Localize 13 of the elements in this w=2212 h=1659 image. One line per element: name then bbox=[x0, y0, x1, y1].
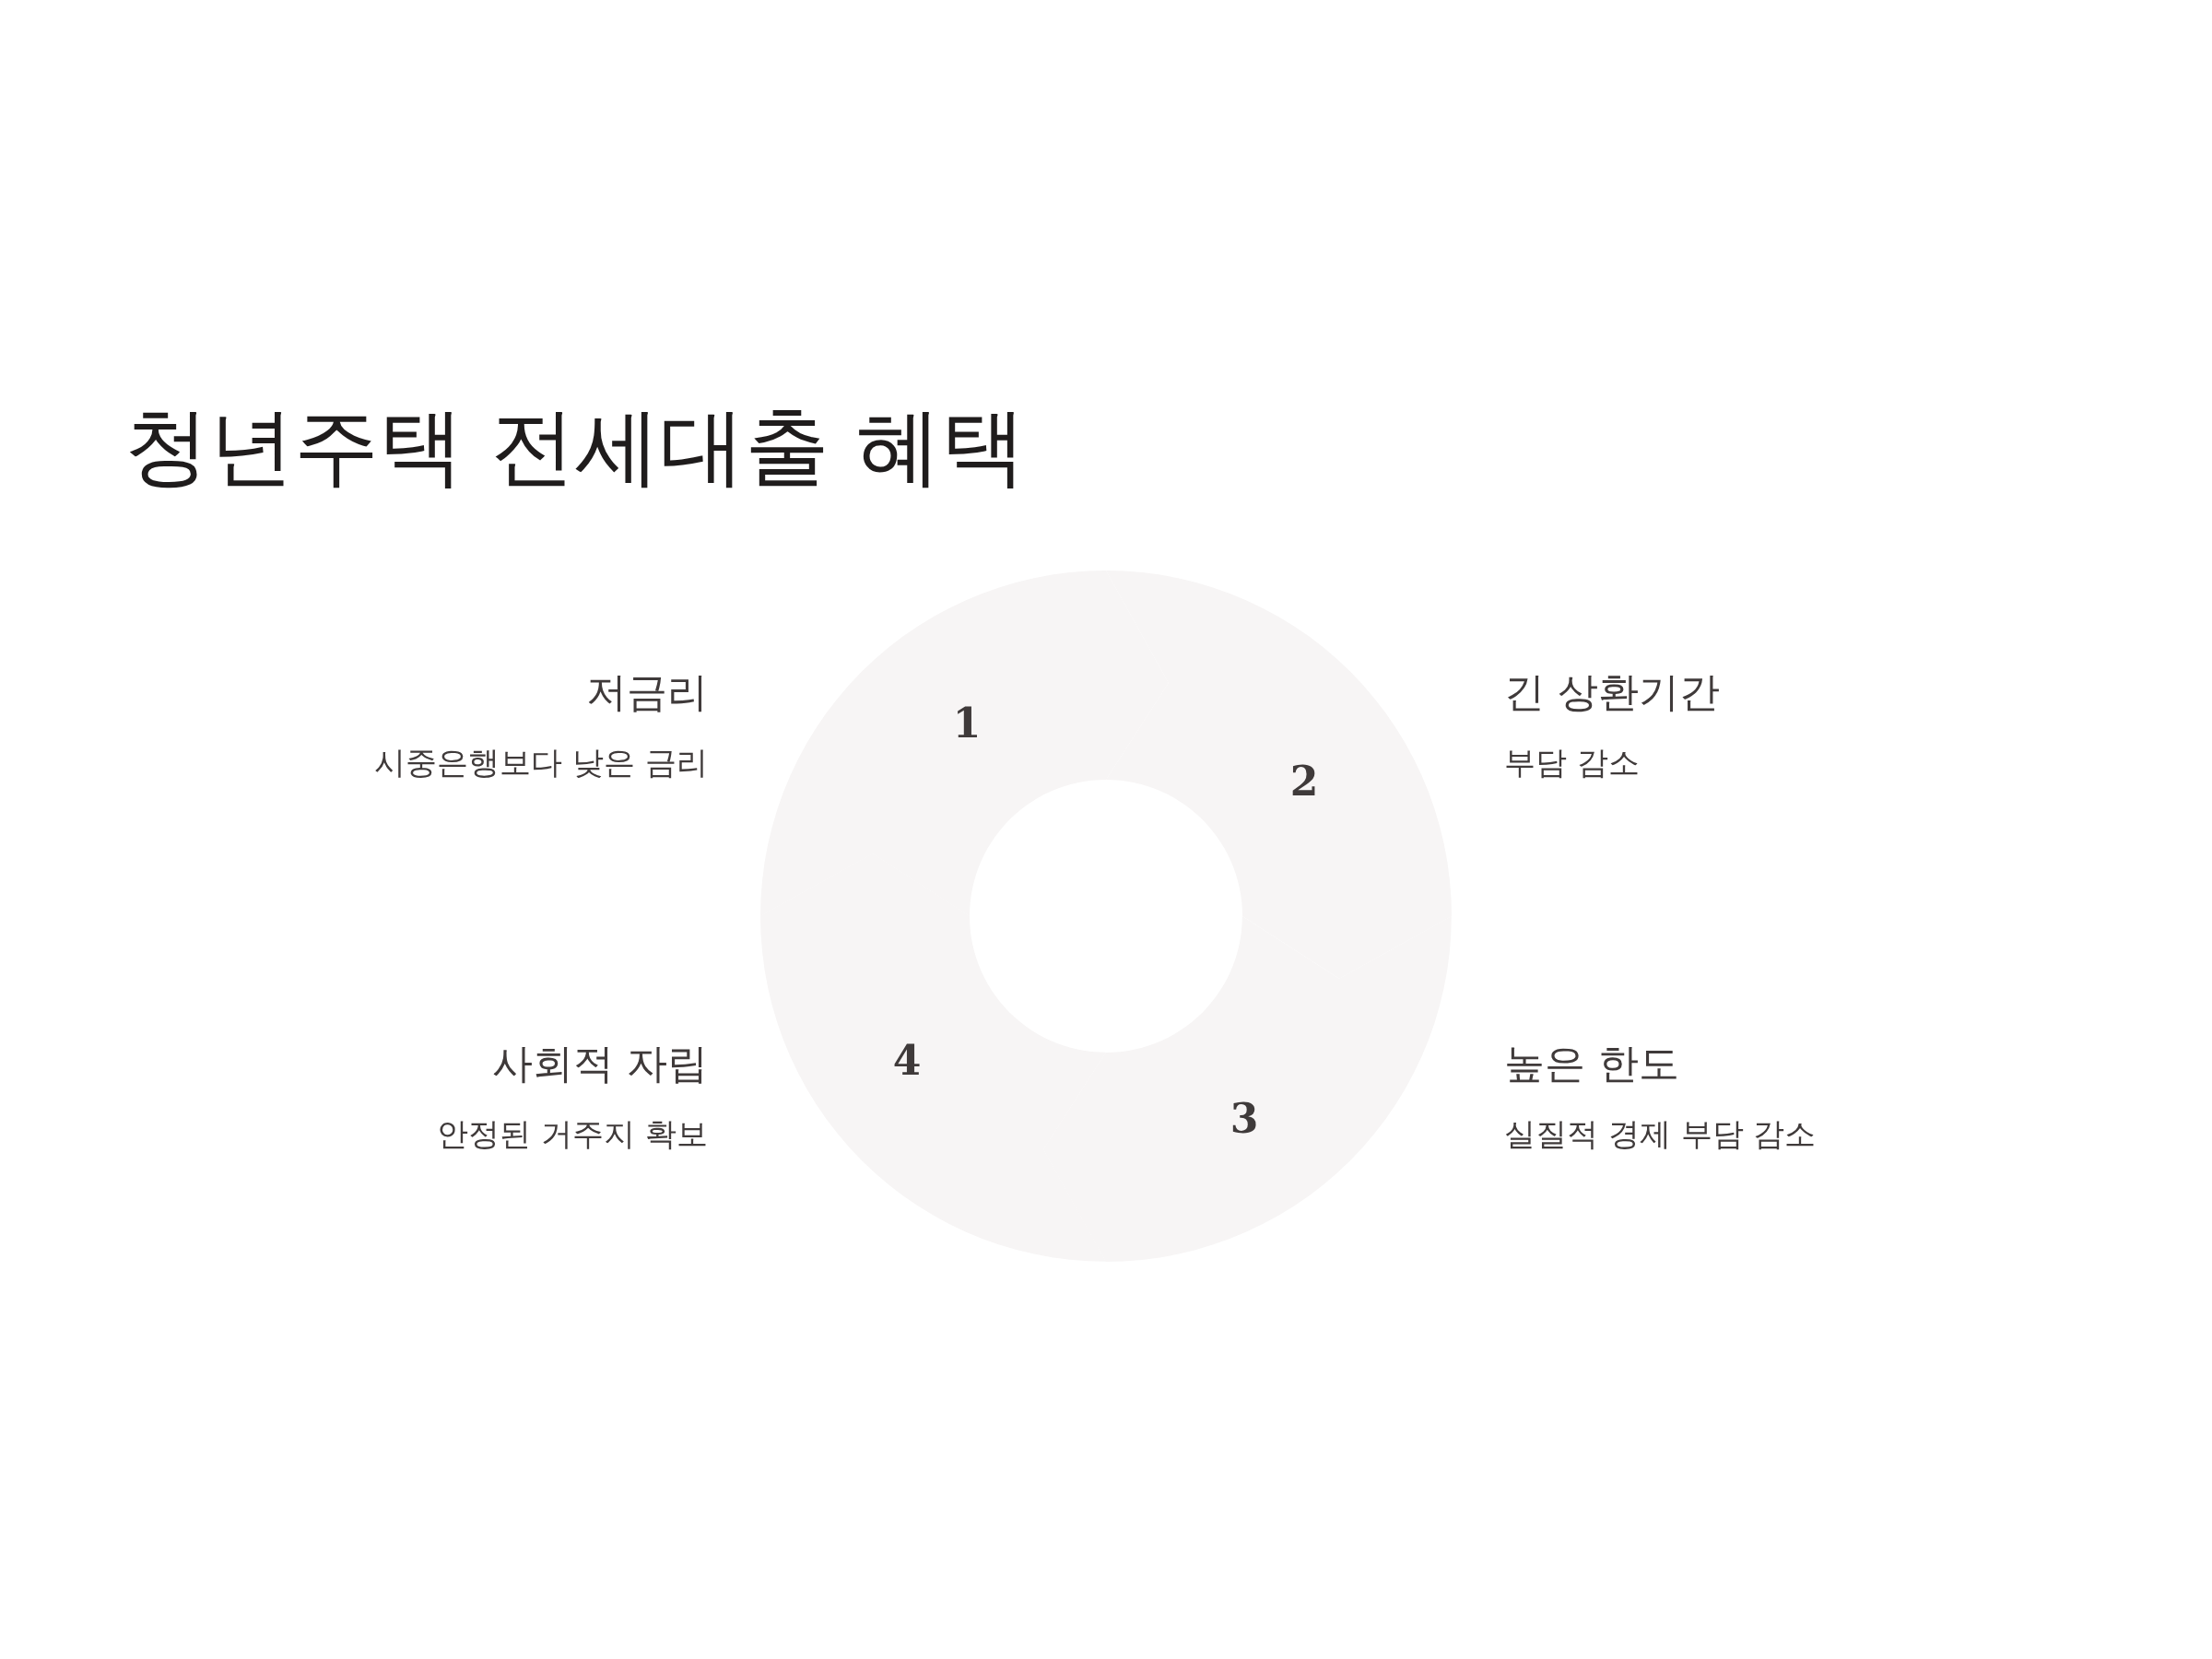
step-description: 실질적 경제 부담 감소 bbox=[1504, 1115, 1817, 1153]
step-number: 2 bbox=[1289, 761, 1319, 802]
step-heading: 저금리 bbox=[586, 668, 708, 717]
step-number: 1 bbox=[952, 703, 982, 744]
step-number: 4 bbox=[892, 1041, 922, 1081]
step-number: 3 bbox=[1230, 1099, 1259, 1139]
step-description: 시중은행보다 낮은 금리 bbox=[374, 744, 708, 782]
step-heading: 긴 상환기간 bbox=[1504, 668, 1720, 717]
step-description: 안정된 거주지 확보 bbox=[437, 1115, 708, 1153]
title: 청년주택 전세대출 혜택 bbox=[124, 396, 1027, 498]
step-heading: 사회적 자립 bbox=[492, 1040, 708, 1088]
step-heading: 높은 한도 bbox=[1504, 1040, 1679, 1088]
step-description: 부담 감소 bbox=[1504, 744, 1640, 782]
